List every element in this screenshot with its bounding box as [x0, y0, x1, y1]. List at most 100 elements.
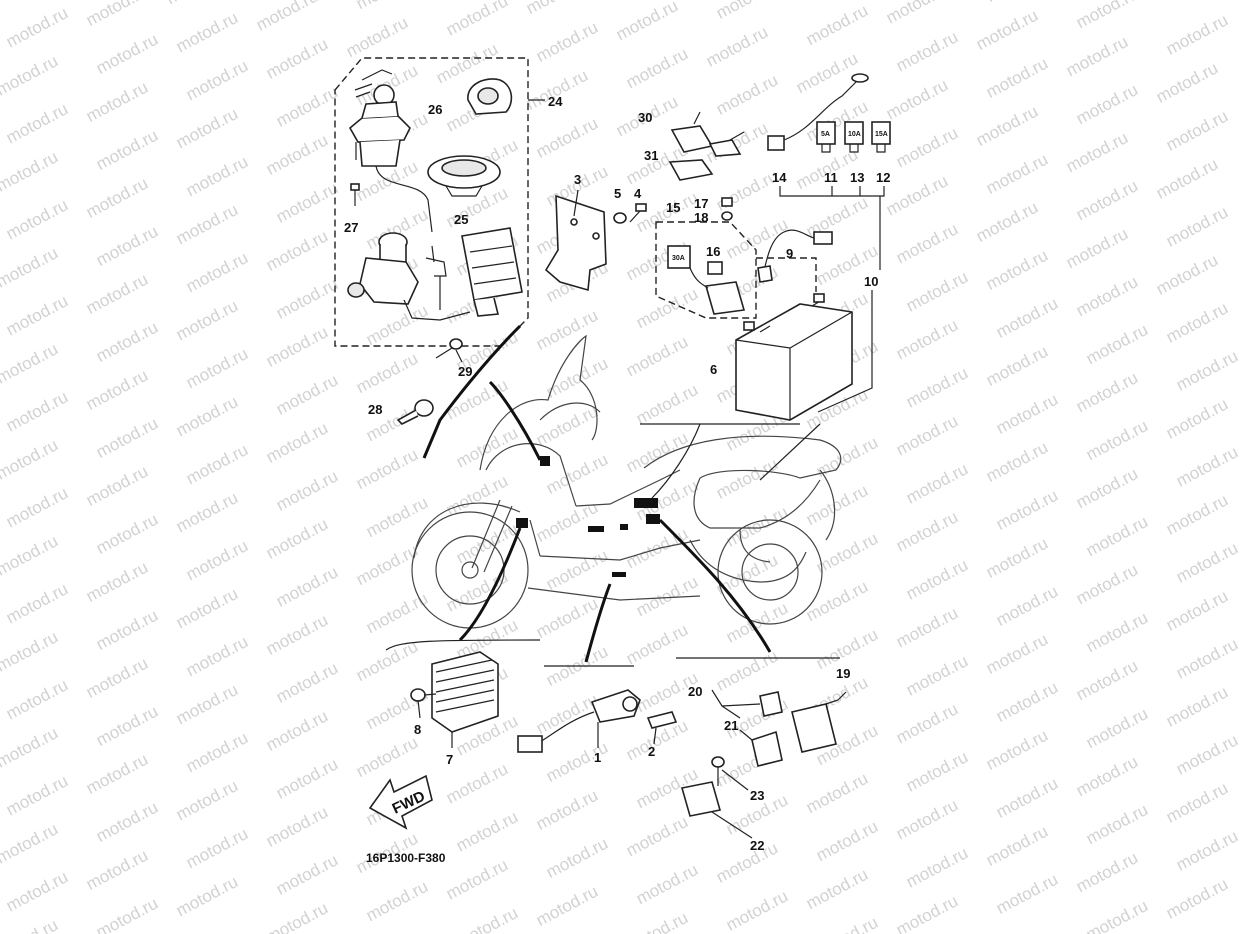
- watermark-text: motod.ru: [1073, 0, 1141, 32]
- watermark-text: motod.ru: [993, 486, 1061, 534]
- watermark-text: motod.ru: [1163, 778, 1231, 826]
- callout-17: 17: [694, 196, 708, 211]
- watermark-text: motod.ru: [93, 894, 161, 934]
- flasher-19: [791, 691, 847, 753]
- callout-12: 12: [876, 170, 890, 185]
- watermark-text: motod.ru: [533, 402, 601, 450]
- watermark-text: motod.ru: [353, 541, 421, 589]
- callout-5: 5: [614, 186, 621, 201]
- watermark-text: motod.ru: [1083, 320, 1151, 368]
- watermark-text: motod.ru: [3, 483, 71, 531]
- watermark-text: motod.ru: [93, 798, 161, 846]
- watermark-text: motod.ru: [83, 462, 151, 510]
- watermark-text: motod.ru: [543, 354, 611, 402]
- callout-1: 1: [594, 750, 601, 765]
- watermark-text: motod.ru: [983, 246, 1051, 294]
- ignition-group-frame: [334, 57, 545, 347]
- watermark-text: motod.ru: [1163, 682, 1231, 730]
- watermark-text: motod.ru: [3, 387, 71, 435]
- watermark-text: motod.ru: [893, 603, 961, 651]
- watermark-text: motod.ru: [793, 0, 861, 1]
- watermark-text: motod.ru: [803, 865, 871, 913]
- watermark-text: motod.ru: [893, 411, 961, 459]
- watermark-text: motod.ru: [973, 102, 1041, 150]
- watermark-text: motod.ru: [723, 214, 791, 262]
- watermark-text: motod.ru: [83, 558, 151, 606]
- watermark-text: motod.ru: [893, 315, 961, 363]
- watermark-text: motod.ru: [183, 248, 251, 296]
- fuse-12: [871, 121, 891, 153]
- callout-3: 3: [574, 172, 581, 187]
- watermark-text: motod.ru: [343, 13, 411, 61]
- callout-24: 24: [548, 94, 563, 109]
- watermark-text: motod.ru: [1163, 490, 1231, 538]
- connector-cover: [668, 111, 745, 181]
- watermark-text: motod.ru: [533, 786, 601, 834]
- leader-group-10: [779, 186, 885, 413]
- watermark-text: motod.ru: [173, 584, 241, 632]
- watermark-text: motod.ru: [273, 370, 341, 418]
- watermark-text: motod.ru: [983, 150, 1051, 198]
- watermark-text: motod.ru: [813, 529, 881, 577]
- fuse-label-30a: 30A: [672, 255, 685, 262]
- watermark-text: motod.ru: [0, 51, 61, 99]
- watermark-text: motod.ru: [903, 651, 971, 699]
- watermark-text: motod.ru: [983, 822, 1051, 870]
- watermark-text: motod.ru: [543, 546, 611, 594]
- callout-10: 10: [864, 274, 878, 289]
- watermark-text: motod.ru: [173, 488, 241, 536]
- watermark-text: motod.ru: [443, 375, 511, 423]
- screw-4: [629, 203, 647, 223]
- watermark-text: motod.ru: [93, 606, 161, 654]
- watermark-text: motod.ru: [633, 284, 701, 332]
- watermark-text: motod.ru: [1083, 416, 1151, 464]
- watermark-text: motod.ru: [1073, 368, 1141, 416]
- callout-2: 2: [648, 744, 655, 759]
- diagram-code: 16P1300-F380: [366, 851, 446, 865]
- watermark-text: motod.ru: [273, 754, 341, 802]
- watermark-text: motod.ru: [893, 123, 961, 171]
- callout-27: 27: [344, 220, 358, 235]
- watermark-text: motod.ru: [273, 850, 341, 898]
- watermark-text: motod.ru: [903, 459, 971, 507]
- watermark-text: motod.ru: [0, 339, 61, 387]
- watermark-text: motod.ru: [1073, 80, 1141, 128]
- watermark-text: motod.ru: [0, 915, 61, 934]
- watermark-text: motod.ru: [3, 675, 71, 723]
- watermark-text: motod.ru: [1153, 154, 1221, 202]
- watermark-text: motod.ru: [183, 152, 251, 200]
- watermark-text: motod.ru: [533, 882, 601, 930]
- watermark-text: motod.ru: [883, 171, 951, 219]
- washer-5: [613, 212, 627, 224]
- watermark-text: motod.ru: [263, 610, 331, 658]
- seat-lock-ring: [427, 155, 501, 197]
- watermark-text: motod.ru: [533, 114, 601, 162]
- relay-group-frame: [655, 221, 757, 319]
- watermark-text: motod.ru: [443, 855, 511, 903]
- watermark-text: motod.ru: [0, 147, 61, 195]
- watermark-text: motod.ru: [1173, 538, 1241, 586]
- watermark-text: motod.ru: [713, 550, 781, 598]
- watermark-text: motod.ru: [1083, 512, 1151, 560]
- watermark-text: motod.ru: [443, 0, 511, 40]
- watermark-text: motod.ru: [93, 126, 161, 174]
- watermark-text: motod.ru: [0, 627, 61, 675]
- watermark-text: motod.ru: [1063, 224, 1131, 272]
- watermark-text: motod.ru: [893, 795, 961, 843]
- watermark-text: motod.ru: [883, 0, 951, 28]
- bolt-2: [646, 711, 678, 745]
- scooter-outline: [411, 334, 842, 629]
- watermark-text: motod.ru: [0, 531, 61, 579]
- watermark-text: motod.ru: [1153, 58, 1221, 106]
- watermark-text: motod.ru: [453, 903, 521, 934]
- watermark-text: motod.ru: [353, 445, 421, 493]
- watermark-text: motod.ru: [623, 620, 691, 668]
- fuse-11: [816, 121, 836, 153]
- watermark-text: motod.ru: [1083, 896, 1151, 934]
- watermark-text: motod.ru: [533, 594, 601, 642]
- watermark-text: motod.ru: [713, 454, 781, 502]
- lock-cylinder: [347, 232, 471, 321]
- watermark-text: motod.ru: [623, 44, 691, 92]
- watermark-text: motod.ru: [633, 860, 701, 908]
